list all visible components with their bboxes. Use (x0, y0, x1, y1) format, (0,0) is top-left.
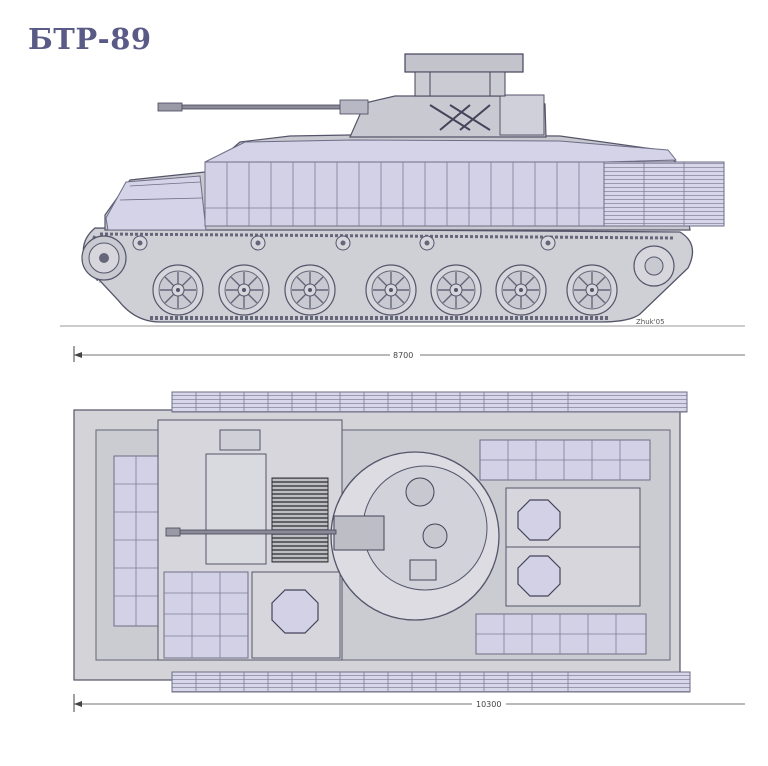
idler-wheel (633, 245, 675, 287)
road-wheel (284, 264, 336, 316)
return-roller (132, 235, 148, 251)
front-armor (105, 175, 207, 231)
side-length-label: 8700 (393, 351, 413, 360)
roof-hatch (271, 589, 319, 634)
top-dimension (73, 694, 745, 712)
main-gun (175, 529, 337, 535)
road-wheel (218, 264, 270, 316)
top-armor-strip-lower (171, 671, 691, 693)
return-roller (250, 235, 266, 251)
return-roller (335, 235, 351, 251)
troop-hatch (517, 499, 561, 541)
drive-sprocket (81, 235, 127, 281)
road-wheel (430, 264, 482, 316)
top-armor-blocks-right (475, 439, 651, 655)
side-view (60, 53, 745, 362)
turret-side (157, 53, 547, 138)
top-view (73, 391, 745, 712)
return-roller (419, 235, 435, 251)
troop-hatch (517, 555, 561, 597)
top-length-label: 10300 (476, 700, 501, 709)
front-armor-blocks (113, 455, 159, 627)
top-armor-strip-upper (171, 391, 688, 413)
page-title: БТР-89 (28, 22, 152, 56)
top-armor-blocks-left (163, 571, 249, 659)
side-dimension (73, 346, 745, 362)
turret-top (165, 451, 500, 621)
road-wheel (566, 264, 618, 316)
road-wheel (152, 264, 204, 316)
road-wheel (495, 264, 547, 316)
road-wheel (365, 264, 417, 316)
artist-signature: Zhuk'05 (636, 318, 665, 326)
side-armor-panels (204, 161, 606, 227)
engine-grille (271, 477, 329, 563)
slat-armor (603, 161, 725, 227)
return-roller (540, 235, 556, 251)
